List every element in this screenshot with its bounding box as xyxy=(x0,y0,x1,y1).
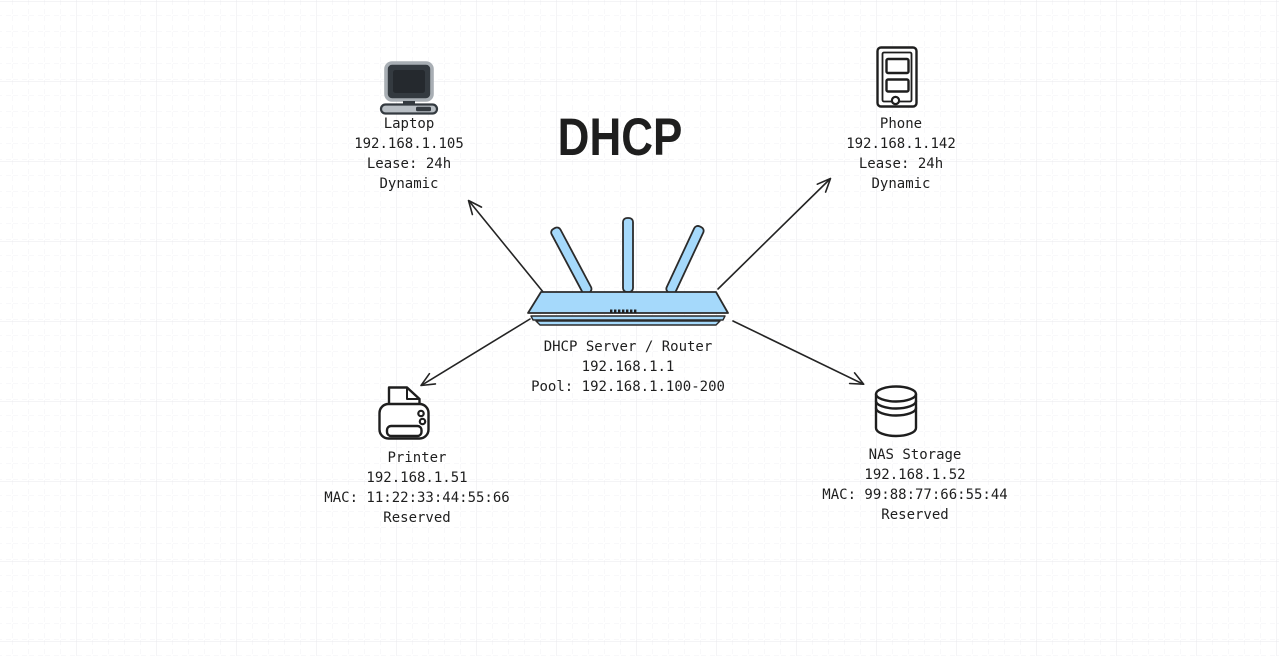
router-name: DHCP Server / Router xyxy=(543,339,713,355)
phone-screen-bottom xyxy=(885,78,910,93)
router-base-strip-2 xyxy=(535,320,721,326)
printer-mac: MAC: 11:22:33:44:55:66 xyxy=(324,490,510,506)
laptop-screen xyxy=(393,70,425,93)
arrow-router-to-laptop xyxy=(467,199,549,299)
laptop-lease: Lease: 24h xyxy=(366,156,452,172)
laptop-name: Laptop xyxy=(383,116,435,132)
router-base-strip-1 xyxy=(530,315,726,321)
router-antenna-middle xyxy=(622,217,634,293)
nas-mac: MAC: 99:88:77:66:55:44 xyxy=(822,487,1008,503)
nas-ip: 192.168.1.52 xyxy=(864,467,966,483)
phone-home-button xyxy=(890,95,901,106)
printer-ip: 192.168.1.51 xyxy=(366,470,468,486)
phone-icon xyxy=(876,46,918,108)
laptop-label: Laptop 192.168.1.105 Lease: 24h Dynamic xyxy=(269,114,549,194)
printer-allocation: Reserved xyxy=(383,510,451,526)
phone-screen-top xyxy=(885,57,910,75)
router-pool: Pool: 192.168.1.100-200 xyxy=(531,379,725,395)
phone-label: Phone 192.168.1.142 Lease: 24h Dynamic xyxy=(761,114,1041,194)
nas-cylinder-body xyxy=(874,385,918,438)
printer-paper-fold xyxy=(406,386,421,400)
phone-lease: Lease: 24h xyxy=(858,156,944,172)
router-label: DHCP Server / Router 192.168.1.1 Pool: 1… xyxy=(488,337,768,397)
phone-ip: 192.168.1.142 xyxy=(846,136,956,152)
arrow-router-to-phone xyxy=(717,177,832,290)
printer-dot-bottom xyxy=(418,417,427,426)
nas-icon xyxy=(874,385,918,438)
router-leds xyxy=(610,309,637,314)
phone-allocation: Dynamic xyxy=(871,176,931,192)
diagram-title: DHCP xyxy=(557,108,683,167)
laptop-ip: 192.168.1.105 xyxy=(354,136,464,152)
phone-name: Phone xyxy=(879,116,923,132)
printer-icon xyxy=(378,386,430,440)
printer-tray xyxy=(385,424,423,438)
nas-disk-line-1 xyxy=(874,392,918,403)
laptop-base-button xyxy=(416,106,431,112)
nas-disk-line-3 xyxy=(874,406,918,417)
laptop-base xyxy=(379,103,439,115)
laptop-allocation: Dynamic xyxy=(379,176,439,192)
router-icon xyxy=(527,217,729,326)
router-ip: 192.168.1.1 xyxy=(581,359,675,375)
laptop-icon xyxy=(379,61,439,115)
arrow-router-to-printer xyxy=(420,318,531,387)
nas-disk-line-2 xyxy=(874,399,918,410)
nas-name: NAS Storage xyxy=(868,447,962,463)
laptop-neck xyxy=(403,101,415,106)
printer-label: Printer 192.168.1.51 MAC: 11:22:33:44:55… xyxy=(277,448,557,528)
printer-name: Printer xyxy=(387,450,447,466)
nas-allocation: Reserved xyxy=(881,507,949,523)
arrow-router-to-nas xyxy=(732,320,865,385)
printer-dot-top xyxy=(417,409,425,418)
nas-label: NAS Storage 192.168.1.52 MAC: 99:88:77:6… xyxy=(775,445,1055,525)
router-body xyxy=(527,291,729,314)
